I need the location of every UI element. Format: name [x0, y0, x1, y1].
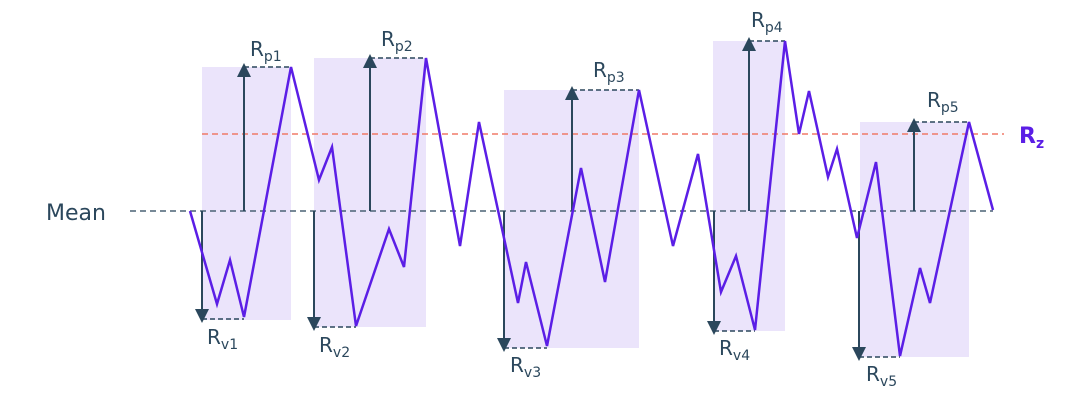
rp1-label: Rp1: [250, 37, 282, 65]
rv2-label: Rv2: [319, 333, 350, 361]
rz-label: Rz: [1019, 124, 1044, 152]
rp4-label: Rp4: [751, 8, 783, 36]
rp5-label: Rp5: [927, 88, 959, 116]
rv3-label: Rv3: [510, 353, 541, 381]
sampling-lengths: [202, 41, 969, 357]
rv5-label: Rv5: [866, 362, 897, 390]
sampling-box-1: [202, 67, 291, 320]
rv4-label: Rv4: [719, 336, 750, 364]
height-arrows: [195, 37, 969, 361]
surface-profile: [188, 40, 995, 357]
rp3-label: Rp3: [593, 58, 625, 86]
rv1-label: Rv1: [207, 325, 238, 353]
rp2-label: Rp2: [381, 27, 413, 55]
mean-label: Mean: [46, 201, 106, 226]
